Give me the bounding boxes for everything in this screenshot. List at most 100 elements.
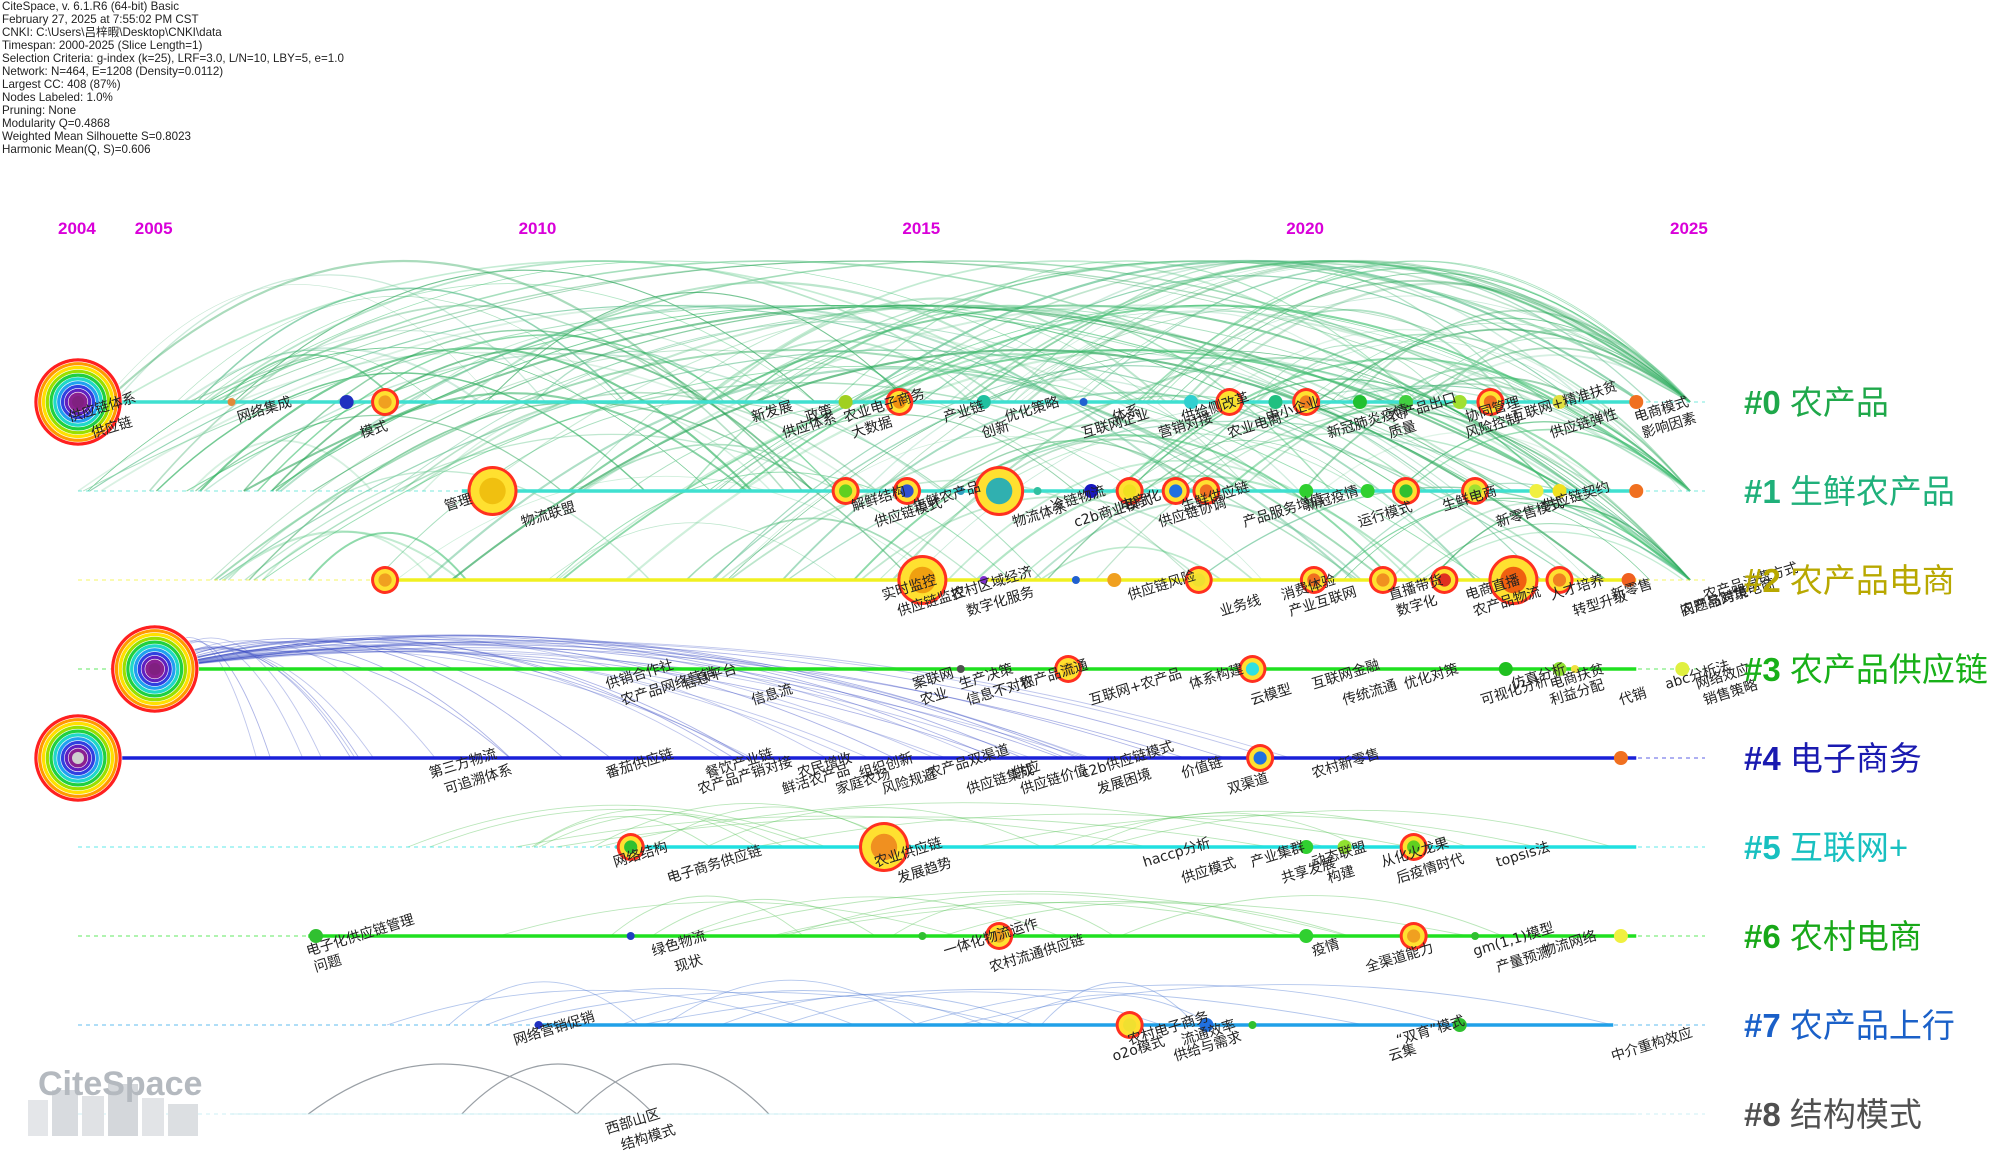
cluster-label: #4 电子商务 — [1744, 740, 1922, 777]
citation-arc — [148, 304, 786, 492]
citation-arc — [262, 530, 434, 581]
citation-arc — [429, 808, 814, 848]
citation-arc — [610, 895, 804, 937]
keyword-node — [1629, 395, 1644, 409]
keyword-node — [1245, 662, 1260, 676]
keyword-node — [1123, 1018, 1137, 1032]
citation-arc — [253, 382, 1359, 581]
citation-arc — [957, 984, 1614, 1026]
citation-arc — [561, 349, 1691, 581]
keyword-node — [1299, 395, 1313, 409]
cluster-name: 电子商务 — [1790, 740, 1922, 777]
citation-arc — [205, 260, 1006, 403]
cluster-label: #2 农产品电商 — [1744, 562, 1955, 599]
metadata-line: Timespan: 2000-2025 (Slice Length=1) — [2, 39, 203, 52]
year-label: 2010 — [519, 219, 557, 238]
keyword-node — [1376, 573, 1390, 587]
keyword-node — [378, 573, 392, 587]
citation-arc — [710, 357, 1691, 581]
citation-arc — [640, 988, 1365, 1026]
citation-arc — [154, 642, 1091, 759]
metadata-line: Selection Criteria: g-index (k=25), LRF=… — [2, 52, 344, 65]
citation-arc — [743, 355, 911, 403]
year-label: 2005 — [135, 219, 173, 238]
keyword-node — [1500, 566, 1527, 594]
citation-arc — [1032, 501, 1362, 581]
citation-arc — [214, 349, 1386, 581]
cluster-name: 农产品 — [1790, 384, 1889, 421]
keyword-node — [1268, 395, 1283, 409]
year-label: 2004 — [58, 219, 96, 238]
citation-arc — [182, 347, 481, 403]
citation-arc — [154, 634, 1023, 759]
citation-arc — [154, 642, 1227, 759]
citation-arc — [102, 284, 496, 403]
citation-arc — [154, 635, 995, 759]
citation-arc — [1302, 376, 1691, 492]
keyword-label: 农村新零售 — [1310, 746, 1382, 782]
keyword-label: 现状 — [673, 952, 704, 975]
citation-arc — [407, 804, 827, 848]
keyword-label: 中介重构效应 — [1609, 1024, 1694, 1065]
citation-arc — [154, 635, 1079, 759]
keyword-label: 疫情 — [1310, 936, 1341, 959]
citation-arc — [219, 349, 1576, 581]
citation-arc — [948, 260, 1587, 403]
citation-arc — [221, 353, 398, 403]
citation-arc — [154, 649, 870, 759]
citation-arc — [787, 420, 1691, 581]
cluster-label: #1 生鲜农产品 — [1744, 473, 1955, 510]
citation-arc — [754, 813, 1410, 848]
citation-arc — [720, 994, 1035, 1026]
citation-arc — [154, 649, 511, 759]
metadata-line: Modularity Q=0.4868 — [2, 117, 110, 130]
citation-arc — [401, 391, 878, 492]
keyword-node — [1407, 929, 1421, 943]
citation-arc — [726, 349, 1691, 581]
keyword-label: 全渠道能力 — [1363, 939, 1435, 976]
citation-arc — [1432, 328, 1691, 403]
keyword-node — [1468, 484, 1482, 498]
citation-arc — [154, 649, 753, 759]
citation-arc — [154, 635, 1067, 759]
keyword-node — [1084, 484, 1099, 498]
keyword-node — [1307, 573, 1321, 587]
citation-arc — [1079, 266, 1652, 403]
citation-arc — [226, 330, 587, 403]
citation-arc — [154, 637, 982, 759]
keyword-label: 构建 — [1325, 863, 1356, 886]
cluster-name: 结构模式 — [1790, 1096, 1922, 1133]
cluster-label: #7 农产品上行 — [1744, 1007, 1955, 1044]
citation-arc — [458, 281, 1074, 403]
keyword-node — [1675, 662, 1690, 676]
keyword-label: 体系构建 — [1187, 661, 1245, 693]
keyword-node — [1621, 573, 1636, 587]
keyword-node — [1192, 573, 1206, 587]
keyword-label: 番茄供应链 — [604, 745, 676, 782]
metadata-line: Largest CC: 408 (87%) — [2, 78, 121, 91]
citation-arc — [593, 803, 907, 848]
citation-arc — [1068, 264, 1691, 403]
keyword-node — [1552, 395, 1567, 409]
citation-arc — [154, 641, 935, 759]
citation-arc — [154, 640, 1272, 759]
cluster-name: 互联网+ — [1790, 829, 1908, 866]
keyword-node — [378, 395, 392, 409]
citation-arc — [853, 434, 1394, 581]
citation-arc — [891, 900, 1115, 937]
citation-arc — [154, 640, 722, 759]
keyword-node — [534, 1021, 543, 1029]
citation-arc — [412, 329, 785, 403]
citation-arc — [581, 443, 846, 492]
keyword-node — [1299, 840, 1314, 854]
keyword-node — [1452, 395, 1467, 409]
keyword-node — [1123, 484, 1137, 498]
keyword-node — [227, 398, 236, 406]
cluster-name: 生鲜农产品 — [1790, 473, 1955, 510]
cluster-label: #6 农村电商 — [1744, 918, 1922, 955]
keyword-node — [1061, 662, 1075, 676]
citation-arc — [556, 816, 1270, 848]
keyword-node — [1398, 395, 1413, 409]
citation-arc — [538, 813, 785, 848]
citation-arc — [195, 414, 563, 492]
